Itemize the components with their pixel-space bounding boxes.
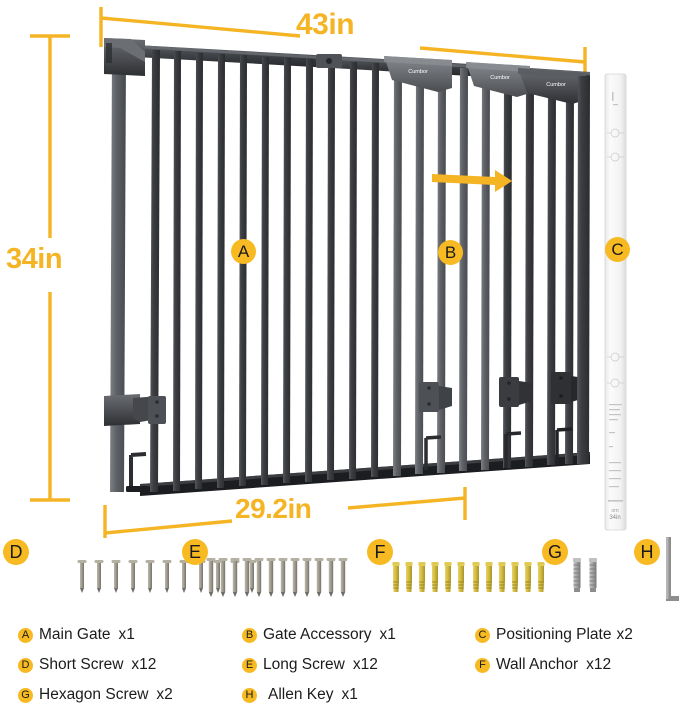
extension-cap-3: Cumbor [518,68,586,104]
dimension-label-width-bottom: 29.2in [235,493,312,524]
wall-anchor-group [392,562,545,592]
legend-qty-wall-anchor: x12 [586,656,612,673]
callout-badge-c: C [605,237,630,262]
legend-qty-short-screw: x12 [131,656,157,673]
legend-row: D Short Screw x12 E Long Screw x12 F Wal… [0,650,679,680]
legend-item-main-gate: A Main Gate x1 [18,620,135,650]
part-badge-d: D [3,539,29,565]
dimension-label-width-top: 43in [296,8,355,41]
legend-item-wall-anchor: F Wall Anchor x12 [475,650,611,680]
legend-badge-f: F [475,657,490,673]
legend-row: A Main Gate x1 B Gate Accessory x1 C Pos… [0,620,679,650]
legend-label-wall-anchor: Wall Anchor [496,656,579,673]
legend-item-short-screw: D Short Screw x12 [18,650,156,680]
gate-bars [150,50,379,492]
hexagon-screw-group [573,558,597,592]
callout-badge-b: B [438,240,463,265]
legend-badge-g: G [18,687,33,703]
legend-qty-hexagon-screw: x2 [156,686,173,703]
part-badge-f: F [367,539,393,565]
dimension-line-bottom [103,487,467,538]
extension-bracket-2 [499,377,532,468]
svg-text:Cumbor: Cumbor [490,75,510,81]
callout-badge-a: A [231,239,256,264]
short-screw-group [77,560,257,593]
svg-text:Cumbor: Cumbor [408,69,428,75]
long-screw-group [206,558,348,597]
legend-badge-e: E [242,657,257,673]
extension-bracket-1 [419,382,452,470]
legend-qty-long-screw: x12 [352,656,378,673]
legend-badge-b: B [242,627,257,643]
legend-badge-h: H [242,687,257,703]
part-badge-h: H [634,539,660,565]
dimension-line-left [30,34,70,502]
extension-cap-1: Cumbor [384,56,452,92]
legend-label-allen-key: Allen Key [268,686,334,703]
gate-accessory-graphic: Cumbor Cumbor Cumbor [384,56,590,476]
legend-item-hexagon-screw: G Hexagon Screw x2 [18,680,173,710]
part-badge-e: E [182,539,208,565]
legend-label-main-gate: Main Gate [39,626,111,643]
legend-label-short-screw: Short Screw [39,656,124,673]
legend-qty-main-gate: x1 [118,626,135,643]
legend-row: G Hexagon Screw x2 H Allen Key x1 [0,680,679,710]
main-gate-graphic [104,38,590,496]
legend-label-long-screw: Long Screw [263,656,345,673]
extension-cap-2: Cumbor [466,62,530,97]
expansion-arrow-icon [432,170,512,192]
legend-label-gate-accessory: Gate Accessory [263,626,372,643]
legend-qty-allen-key: x1 [341,686,358,703]
legend-item-positioning-plate: C Positioning Plate x2 [475,620,633,650]
legend-badge-a: A [18,627,33,643]
positioning-plate-graphic: orn 34in [604,73,627,531]
svg-text:orn: orn [611,508,618,514]
legend-badge-c: C [475,627,490,643]
part-badge-g: G [542,539,568,565]
legend-qty-gate-accessory: x1 [379,626,396,643]
svg-text:34in: 34in [609,515,620,521]
legend-label-positioning-plate: Positioning Plate [496,626,612,643]
legend-item-gate-accessory: B Gate Accessory x1 [242,620,396,650]
legend-item-allen-key: H Allen Key x1 [242,680,358,710]
svg-text:Cumbor: Cumbor [546,82,566,88]
legend-badge-d: D [18,657,33,673]
legend-qty-positioning-plate: x2 [616,626,633,643]
allen-key-group [666,537,679,601]
parts-legend: A Main Gate x1 B Gate Accessory x1 C Pos… [0,616,679,709]
legend-label-hexagon-screw: Hexagon Screw [39,686,149,703]
legend-item-long-screw: E Long Screw x12 [242,650,378,680]
dimension-label-height: 34in [6,243,63,275]
